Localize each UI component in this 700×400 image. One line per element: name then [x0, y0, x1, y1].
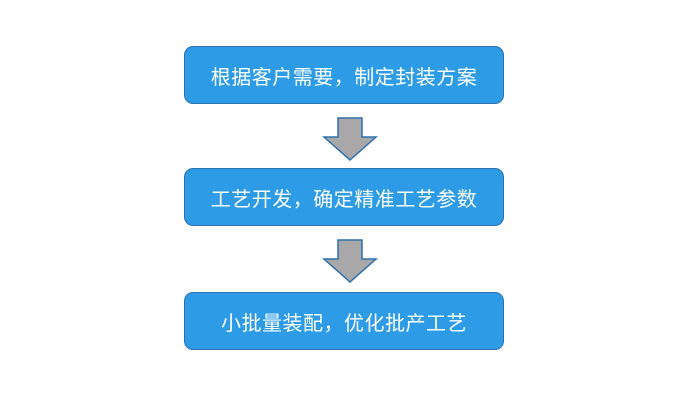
step-box-3: 小批量装配，优化批产工艺	[184, 292, 504, 350]
step-box-1: 根据客户需要，制定封装方案	[184, 46, 504, 104]
step-box-2: 工艺开发，确定精准工艺参数	[184, 168, 504, 226]
step-label: 小批量装配，优化批产工艺	[221, 310, 467, 335]
step-label: 工艺开发，确定精准工艺参数	[210, 186, 478, 211]
down-arrow-icon	[322, 239, 378, 283]
down-arrow-icon	[322, 117, 378, 161]
step-label: 根据客户需要，制定封装方案	[210, 64, 478, 89]
